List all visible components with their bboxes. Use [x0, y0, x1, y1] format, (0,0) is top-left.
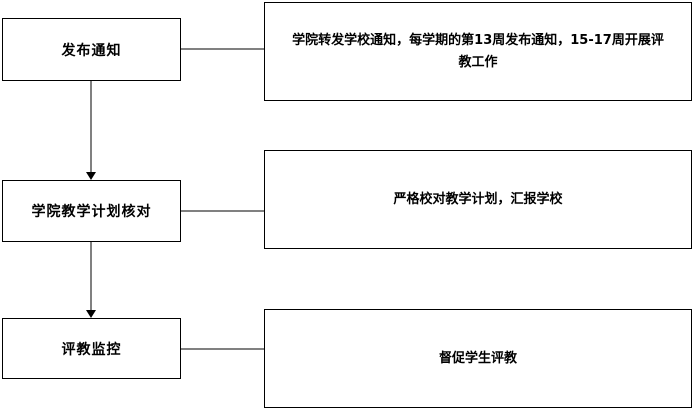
step-box-publish-notice: 发布通知 — [2, 18, 181, 81]
description-box-evaluation-monitoring: 督促学生评教 — [264, 309, 692, 408]
step-label: 学院教学计划核对 — [31, 204, 152, 220]
description-text: 学院转发学校通知，每学期的第13周发布通知，15-17周开展评教工作 — [292, 32, 664, 70]
description-box-plan-check: 严格校对教学计划，汇报学校 — [264, 150, 692, 249]
description-text: 督促学生评教 — [438, 350, 517, 366]
step-box-evaluation-monitoring: 评教监控 — [2, 318, 181, 379]
description-box-publish-notice: 学院转发学校通知，每学期的第13周发布通知，15-17周开展评教工作 — [264, 2, 692, 101]
description-text: 严格校对教学计划，汇报学校 — [393, 191, 563, 207]
step-box-plan-check: 学院教学计划核对 — [2, 180, 181, 242]
step-label: 发布通知 — [61, 42, 122, 59]
step-label: 评教监控 — [61, 341, 122, 358]
